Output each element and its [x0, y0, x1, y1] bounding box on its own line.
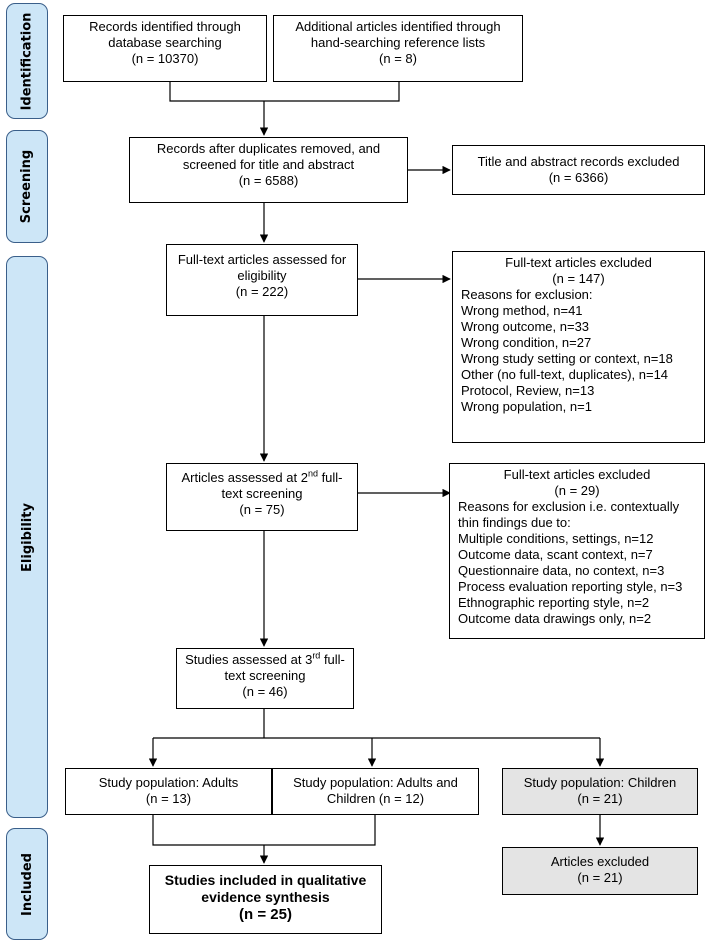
reason-item: Multiple conditions, settings, n=12 — [458, 531, 654, 546]
reason-item: Ethnographic reporting style, n=2 — [458, 595, 650, 610]
third-screening-box: Studies assessed at 3rd full- text scree… — [176, 648, 354, 709]
reason-item: Outcome data drawings only, n=2 — [458, 611, 652, 626]
reason-item: Outcome data, scant context, n=7 — [458, 547, 653, 562]
reason-item: Protocol, Review, n=13 — [461, 383, 595, 398]
fulltext-assessed-box: Full-text articles assessed for eligibil… — [166, 244, 358, 316]
after-duplicates-box: Records after duplicates removed, and sc… — [129, 137, 408, 203]
reason-item: Wrong condition, n=27 — [461, 335, 592, 350]
population-adults-children-box: Study population: Adults and Children (n… — [272, 768, 479, 815]
connector-adults-children — [264, 815, 376, 846]
reason-item: Process evaluation reporting style, n=3 — [458, 579, 683, 594]
phase-included: Included — [6, 828, 48, 940]
phase-screening-label: Screening — [19, 149, 35, 224]
database-records-box: Records identified through database sear… — [63, 15, 267, 82]
reason-item: Other (no full-text, duplicates), n=14 — [461, 367, 669, 382]
phase-identification-label: Identification — [19, 12, 35, 110]
reason-item: Wrong population, n=1 — [461, 399, 592, 414]
population-children-box: Study population: Children (n = 21) — [502, 768, 698, 815]
second-excluded-box: Full-text articles excluded (n = 29) Rea… — [449, 463, 705, 639]
connector-handsearch — [264, 82, 400, 102]
reason-item: Wrong outcome, n=33 — [461, 319, 590, 334]
connector-adults — [152, 815, 264, 846]
handsearch-records-box: Additional articles identified through h… — [273, 15, 523, 82]
phase-screening: Screening — [6, 130, 48, 243]
reason-item: Wrong method, n=41 — [461, 303, 583, 318]
phase-eligibility-label: Eligibility — [19, 502, 35, 572]
reason-item: Wrong study setting or context, n=18 — [461, 351, 673, 366]
second-screening-box: Articles assessed at 2nd full- text scre… — [166, 463, 358, 531]
phase-identification: Identification — [6, 3, 48, 119]
title-abstract-excluded-box: Title and abstract records excluded (n =… — [452, 145, 705, 195]
population-adults-box: Study population: Adults (n = 13) — [65, 768, 272, 815]
fulltext-excluded-box: Full-text articles excluded (n = 147) Re… — [452, 251, 705, 443]
connector-database — [169, 82, 264, 102]
included-studies-box: Studies included in qualitative evidence… — [149, 865, 382, 934]
phase-included-label: Included — [19, 852, 35, 916]
articles-excluded-box: Articles excluded (n = 21) — [502, 847, 698, 895]
reason-item: Questionnaire data, no context, n=3 — [458, 563, 665, 578]
phase-eligibility: Eligibility — [6, 256, 48, 818]
